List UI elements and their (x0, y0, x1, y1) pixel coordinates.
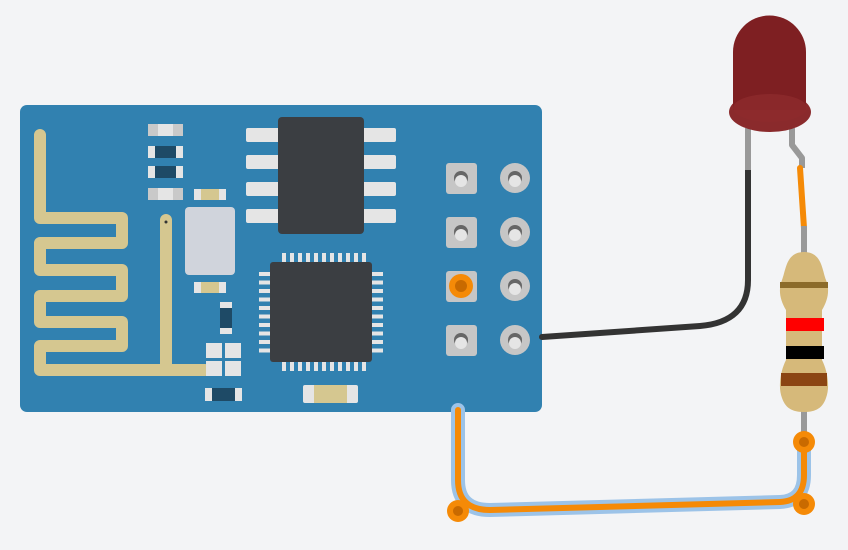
header-pin[interactable] (446, 163, 477, 194)
header-pin[interactable] (500, 271, 530, 301)
board (20, 105, 542, 412)
band-2 (786, 318, 824, 331)
header-pin[interactable] (500, 325, 530, 355)
wire-orange-selected[interactable] (451, 403, 811, 518)
led-anode-leg (789, 128, 805, 168)
flash-chip (246, 117, 396, 234)
band-3 (786, 346, 824, 359)
wire-orange-led-resistor[interactable] (797, 165, 807, 231)
led-body (733, 15, 806, 111)
wire-black[interactable] (539, 165, 751, 340)
antenna-dot (164, 220, 168, 224)
header-pin[interactable] (446, 271, 477, 302)
crystal-oscillator (185, 207, 235, 275)
resistor[interactable] (779, 226, 829, 440)
smd-components (148, 124, 358, 403)
pcb-antenna (34, 129, 211, 376)
band-4 (781, 373, 827, 386)
wire-endpoints (447, 431, 815, 522)
resistor-body (779, 252, 829, 412)
header-pin[interactable] (446, 217, 477, 248)
header-pin[interactable] (500, 163, 530, 193)
led[interactable] (729, 15, 811, 171)
header-pin[interactable] (500, 217, 530, 247)
esp8266-chip (259, 253, 383, 371)
band-1 (780, 282, 828, 288)
header-pins (446, 163, 530, 356)
header-pin[interactable] (446, 325, 477, 356)
esp01-module[interactable] (20, 105, 542, 412)
